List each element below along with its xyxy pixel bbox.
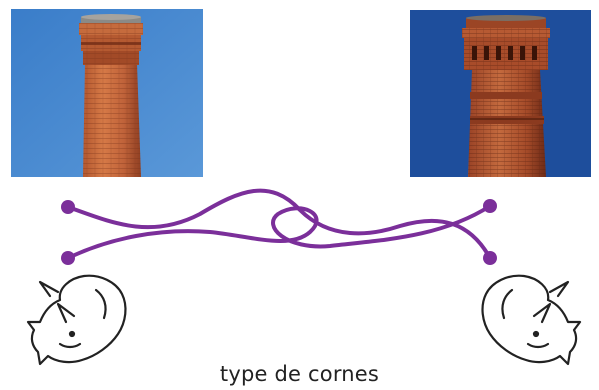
chimney-photo-left xyxy=(11,9,203,177)
rope-curves xyxy=(66,188,492,260)
chimney-photo-right xyxy=(410,10,591,177)
rope-end-dot xyxy=(61,251,75,265)
rope-end-dot xyxy=(483,199,497,213)
rope-end-dots xyxy=(61,199,497,265)
rope-strand-lower xyxy=(66,204,492,260)
rope-end-dot xyxy=(483,251,497,265)
rope-strand-upper xyxy=(66,188,492,260)
diagram-caption: type de cornes xyxy=(219,362,380,386)
rhinoceros-head-icon xyxy=(481,274,582,366)
rope-end-dot xyxy=(61,200,75,214)
rhinoceros-head-icon xyxy=(26,274,127,366)
